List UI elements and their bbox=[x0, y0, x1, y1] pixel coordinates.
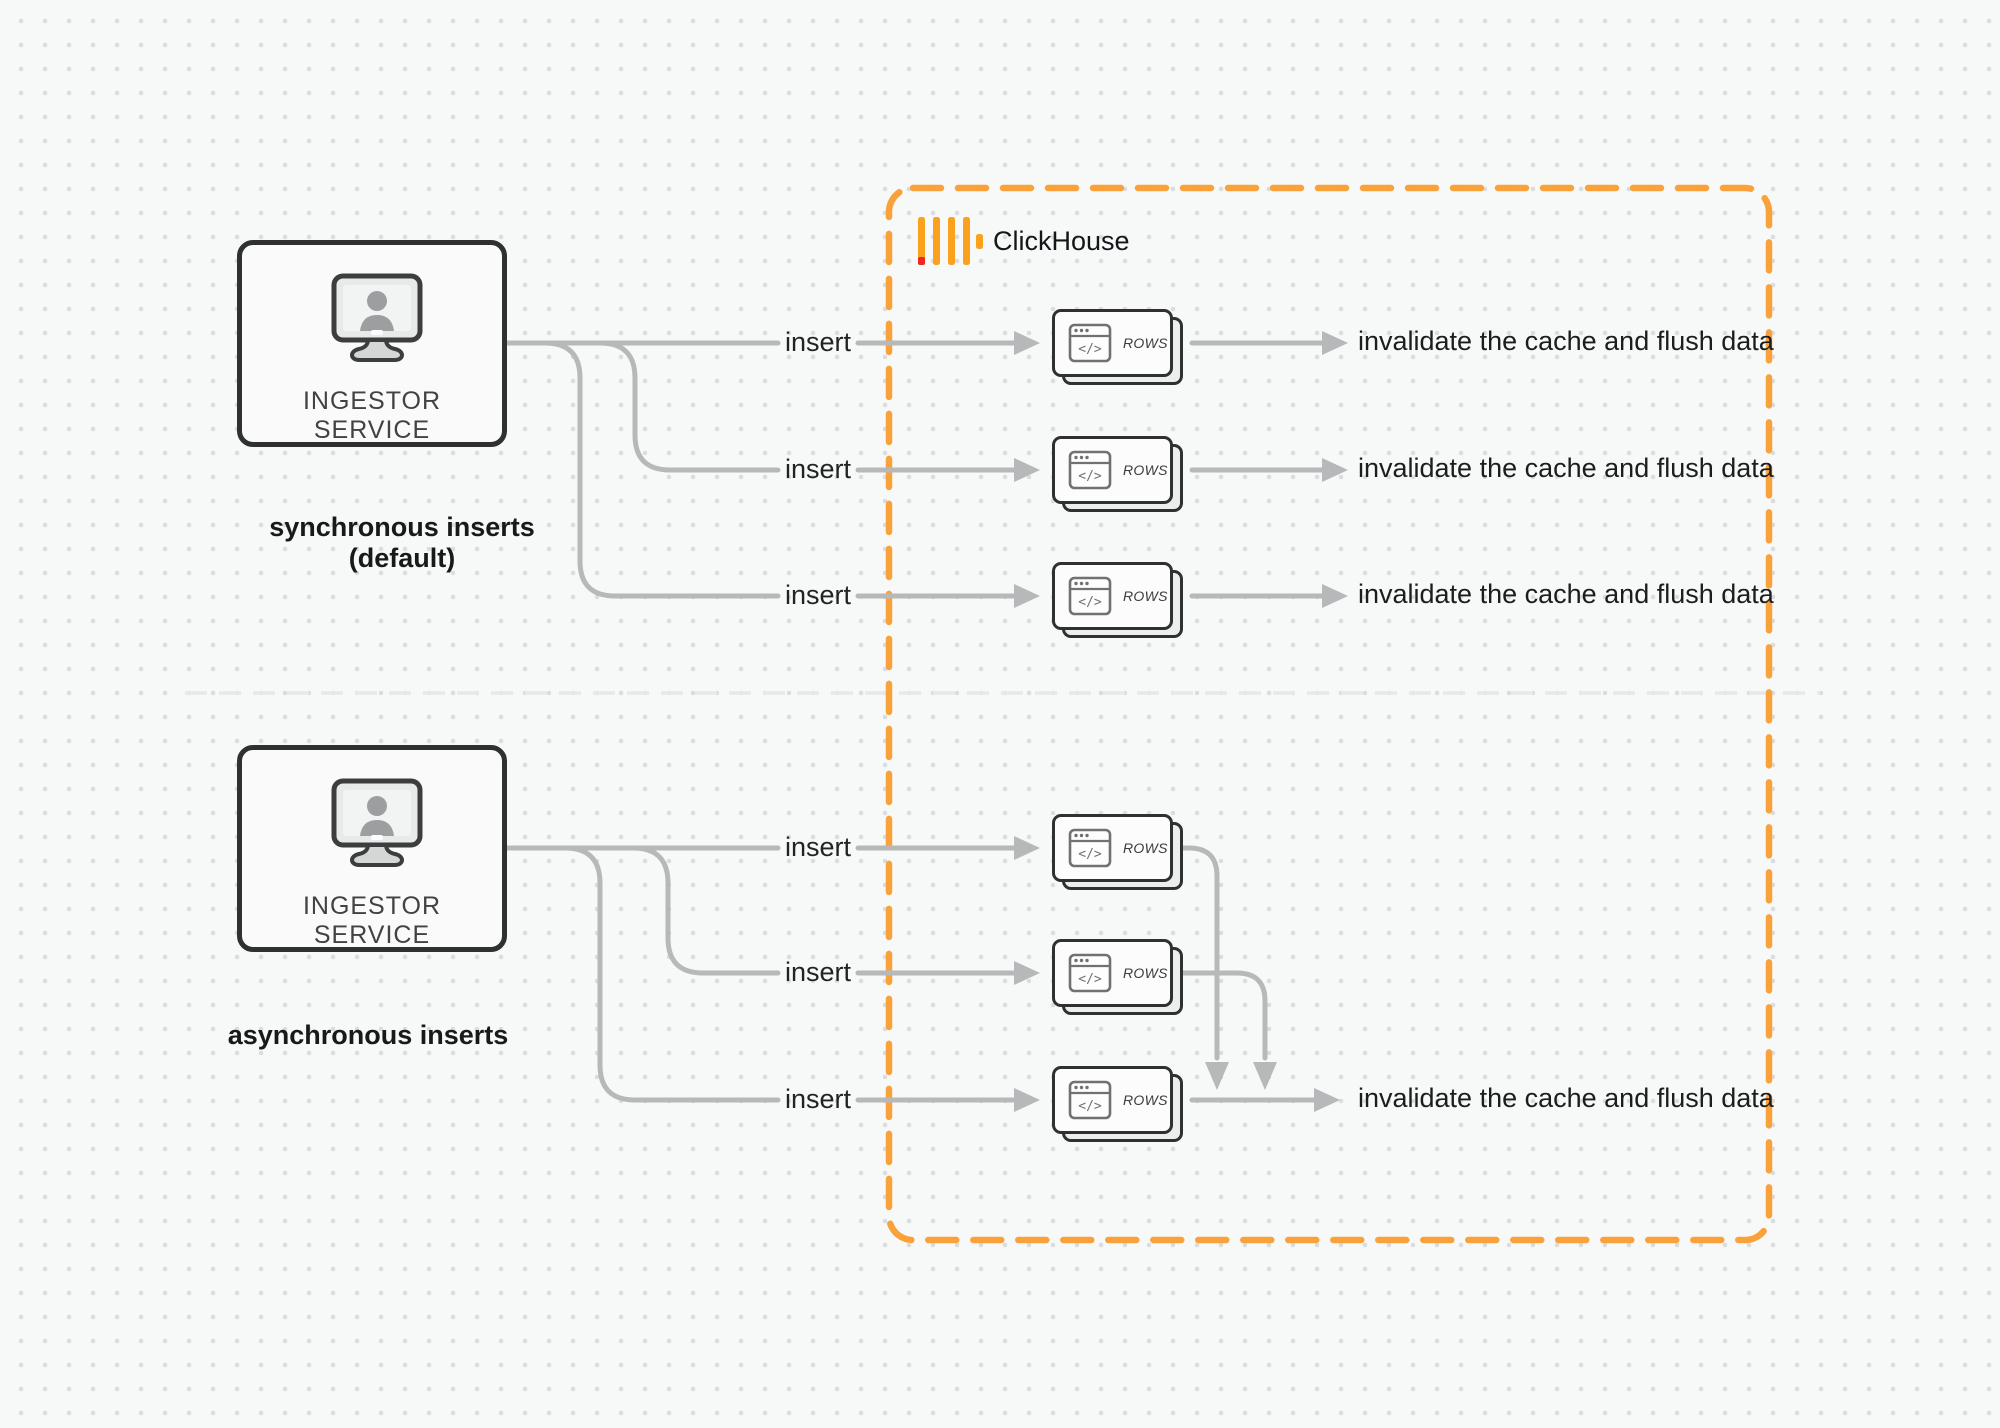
arrowhead bbox=[1314, 1088, 1340, 1112]
window-code-icon: </> bbox=[1068, 450, 1112, 490]
rows-card: </> ROWS bbox=[1052, 436, 1183, 512]
arrowhead bbox=[1014, 458, 1040, 482]
window-code-icon: </> bbox=[1068, 323, 1112, 363]
ingestor-service-label: INGESTOR SERVICE bbox=[302, 892, 442, 949]
rows-card: </> ROWS bbox=[1052, 814, 1183, 890]
insert-label: insert bbox=[784, 327, 852, 357]
async-merge-from-row2 bbox=[1178, 970, 1268, 1061]
ingestor-service-box-async: INGESTOR SERVICE bbox=[237, 745, 507, 952]
result-label: invalidate the cache and flush data bbox=[1358, 579, 1774, 609]
svg-text:</>: </> bbox=[1078, 342, 1102, 357]
arrowhead bbox=[1322, 331, 1348, 355]
rows-label: ROWS bbox=[1123, 588, 1168, 604]
window-code-icon: </> bbox=[1068, 828, 1112, 868]
rows-label: ROWS bbox=[1123, 1092, 1168, 1108]
arrowhead bbox=[1014, 584, 1040, 608]
async-lead-row2 bbox=[630, 845, 781, 976]
result-label: invalidate the cache and flush data bbox=[1358, 1083, 1774, 1113]
rows-label: ROWS bbox=[1123, 462, 1168, 478]
insert-label: insert bbox=[784, 1084, 852, 1114]
ingestor-service-label: INGESTOR SERVICE bbox=[302, 387, 442, 444]
ingestor-service-box-sync: INGESTOR SERVICE bbox=[237, 240, 507, 447]
monitor-user-icon bbox=[331, 273, 423, 362]
svg-text:</>: </> bbox=[1078, 1099, 1102, 1114]
result-label: invalidate the cache and flush data bbox=[1358, 453, 1774, 483]
svg-text:</>: </> bbox=[1078, 595, 1102, 610]
arrowhead-down bbox=[1253, 1062, 1277, 1090]
insert-label: insert bbox=[784, 454, 852, 484]
insert-label: insert bbox=[784, 832, 852, 862]
arrowhead bbox=[1014, 836, 1040, 860]
sync-lead-row2 bbox=[597, 340, 781, 473]
rows-label: ROWS bbox=[1123, 965, 1168, 981]
rows-card: </> ROWS bbox=[1052, 309, 1183, 385]
clickhouse-title: ClickHouse bbox=[993, 226, 1130, 256]
svg-text:</>: </> bbox=[1078, 847, 1102, 862]
arrowhead bbox=[1014, 1088, 1040, 1112]
section-caption-sync: synchronous inserts (default) bbox=[269, 512, 535, 573]
window-code-icon: </> bbox=[1068, 953, 1112, 993]
insert-label: insert bbox=[784, 580, 852, 610]
window-code-icon: </> bbox=[1068, 576, 1112, 616]
async-lead-row3 bbox=[562, 845, 781, 1103]
rows-card: </> ROWS bbox=[1052, 939, 1183, 1015]
rows-label: ROWS bbox=[1123, 840, 1168, 856]
rows-label: ROWS bbox=[1123, 335, 1168, 351]
arrowhead bbox=[1322, 458, 1348, 482]
monitor-user-icon bbox=[331, 778, 423, 867]
insert-label: insert bbox=[784, 957, 852, 987]
result-label: invalidate the cache and flush data bbox=[1358, 326, 1774, 356]
arrowhead-down bbox=[1205, 1062, 1229, 1090]
window-code-icon: </> bbox=[1068, 1080, 1112, 1120]
rows-card: </> ROWS bbox=[1052, 562, 1183, 638]
arrowhead bbox=[1014, 331, 1040, 355]
svg-text:</>: </> bbox=[1078, 469, 1102, 484]
clickhouse-logo-icon bbox=[918, 217, 983, 265]
svg-text:</>: </> bbox=[1078, 972, 1102, 987]
rows-card: </> ROWS bbox=[1052, 1066, 1183, 1142]
section-caption-async: asynchronous inserts bbox=[227, 1020, 509, 1050]
async-merge-from-row1 bbox=[1178, 845, 1220, 1061]
arrowhead bbox=[1014, 961, 1040, 985]
arrowhead bbox=[1322, 584, 1348, 608]
